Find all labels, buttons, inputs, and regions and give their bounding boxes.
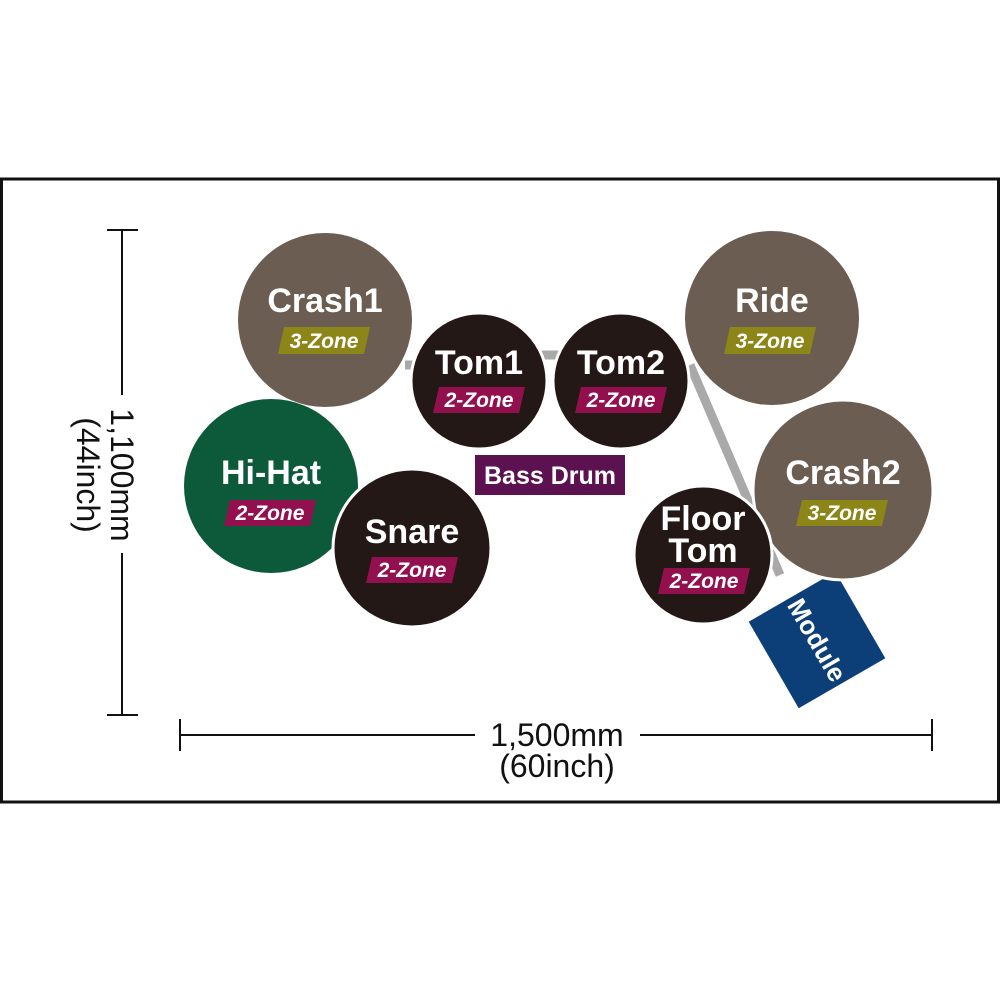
- bass-drum-label: Bass Drum: [484, 462, 616, 490]
- crash2-label: Crash2: [785, 454, 900, 492]
- height-dimension: 1,100mm (44inch): [70, 229, 140, 716]
- snare-label: Snare: [365, 513, 460, 551]
- ride-cymbal: [685, 231, 859, 405]
- tom1-label: Tom1: [435, 344, 523, 382]
- floor-tom-zone-badge: [658, 568, 750, 594]
- module-box: [748, 571, 886, 709]
- tom2-drum: [551, 311, 691, 451]
- snare-drum: [331, 467, 493, 629]
- crash2-zone-badge: [796, 500, 888, 526]
- tom1-drum: [409, 311, 549, 451]
- snare-zone-badge: [366, 557, 458, 583]
- crash1-zone-badge: [278, 327, 370, 354]
- hihat-zone-badge: [224, 500, 316, 526]
- pad-ride: Ride 3-Zone: [685, 231, 859, 405]
- module: Module: [748, 571, 886, 709]
- tom2-label: Tom2: [577, 344, 665, 382]
- height-inch-label: (44inch): [70, 417, 106, 533]
- crash1-label: Crash1: [267, 282, 382, 320]
- width-dimension: 1,500mm (60inch): [179, 717, 933, 784]
- hihat-zone-text: 2-Zone: [235, 502, 305, 525]
- tom2-zone-text: 2-Zone: [586, 389, 656, 412]
- floor-tom-label-line2: Tom: [668, 532, 737, 570]
- pad-tom1: Tom1 2-Zone: [409, 311, 549, 451]
- hihat-cymbal: [184, 399, 358, 573]
- pad-crash2: Crash2 3-Zone: [751, 398, 935, 582]
- ride-label: Ride: [735, 282, 809, 320]
- bass-drum-box: [475, 455, 625, 495]
- pad-snare: Snare 2-Zone: [331, 467, 493, 629]
- width-mm-label: 1,500mm: [490, 717, 623, 753]
- crash1-cymbal: [238, 233, 412, 407]
- snare-zone-text: 2-Zone: [377, 559, 447, 582]
- tom1-zone-text: 2-Zone: [444, 389, 514, 412]
- ride-zone-text: 3-Zone: [736, 330, 805, 353]
- tom1-zone-badge: [433, 387, 525, 413]
- floor-tom-label-line1: Floor: [661, 500, 746, 538]
- crash1-zone-text: 3-Zone: [290, 330, 359, 353]
- pad-hihat: Hi-Hat 2-Zone: [184, 399, 358, 573]
- pad-crash1: Crash1 3-Zone: [238, 233, 412, 407]
- width-inch-label: (60inch): [499, 748, 615, 784]
- tom2-zone-badge: [575, 387, 667, 413]
- floor-tom-zone-text: 2-Zone: [669, 570, 739, 593]
- crash2-zone-text: 3-Zone: [808, 502, 877, 525]
- pad-tom2: Tom2 2-Zone: [551, 311, 691, 451]
- pad-floor-tom: Floor Tom 2-Zone: [632, 484, 774, 626]
- crash2-cymbal: [751, 398, 935, 582]
- hihat-label: Hi-Hat: [221, 454, 321, 492]
- height-mm-label: 1,100mm: [104, 408, 140, 541]
- ride-zone-badge: [724, 327, 816, 354]
- bass-drum: Bass Drum: [475, 455, 625, 495]
